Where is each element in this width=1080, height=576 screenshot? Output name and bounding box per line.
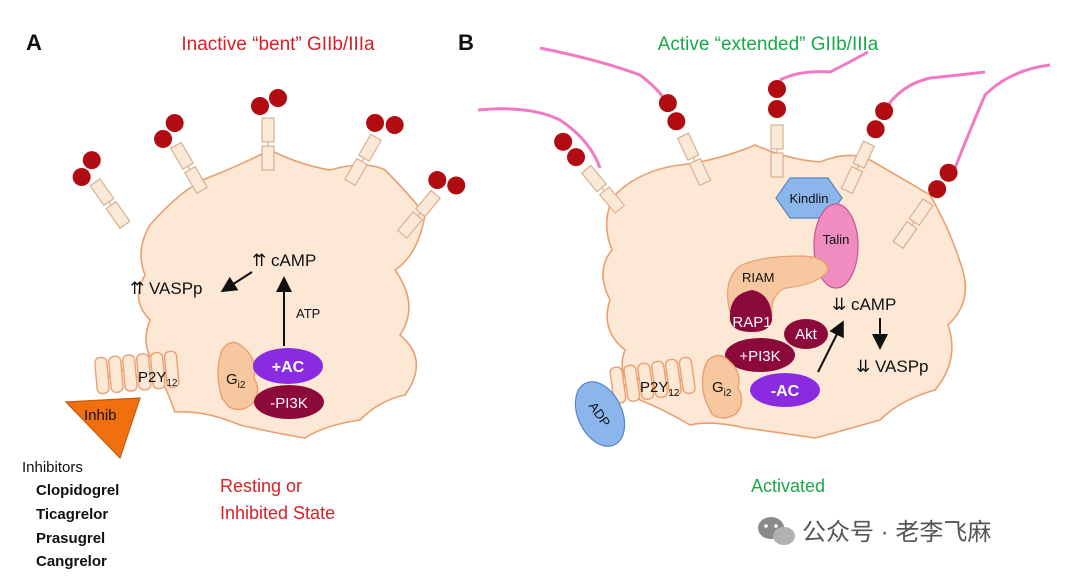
ac-label-a: +AC	[272, 359, 305, 376]
panel-b: B Active “extended” GIIb/IIIa Kindlin Ta…	[458, 30, 1051, 496]
integrin-ext-3	[767, 79, 787, 178]
rap1-protein	[729, 290, 772, 332]
fiber-4	[953, 63, 1051, 169]
pi3k-label-a: -PI3K	[270, 395, 308, 412]
wechat-icon	[758, 517, 795, 545]
state-label-a-line1: Resting or	[220, 476, 302, 496]
inhibitor-1: Clopidogrel	[36, 482, 119, 499]
ac-enzyme-b	[750, 373, 820, 407]
p2y12-label-b: P2Y12	[640, 379, 680, 399]
rap1-label: RAP1	[732, 314, 771, 331]
pi3k-label-b: +PI3K	[739, 348, 780, 365]
inhibitor-3: Prasugrel	[36, 530, 105, 547]
integrin-ext-1	[549, 128, 628, 216]
watermark-text: 公众号 · 老李飞麻	[802, 519, 991, 546]
panel-b-letter: B	[458, 30, 474, 55]
ac-label-b: -AC	[771, 383, 800, 400]
inhib-label: Inhib	[84, 407, 117, 424]
watermark: 公众号 · 老李飞麻	[758, 517, 991, 546]
inhibitor-4: Cangrelor	[36, 553, 107, 570]
ac-enzyme-a	[253, 348, 323, 384]
gi2-label-a: Gi2	[226, 371, 246, 391]
state-label-b: Activated	[751, 476, 825, 496]
arrow-ac-to-camp-b	[817, 320, 844, 373]
state-label-a-line2: Inhibited State	[220, 503, 335, 523]
atp-label-a: ATP	[296, 306, 320, 321]
fiber-5	[883, 70, 986, 111]
inhibitor-2: Ticagrelor	[36, 506, 108, 523]
vaspp-label-a: ⇈ VASPp	[130, 279, 203, 298]
kindlin-label: Kindlin	[789, 191, 828, 206]
riam-label: RIAM	[742, 270, 775, 285]
gi2-label-b: Gi2	[712, 379, 732, 399]
camp-label-a: ⇈ cAMP	[252, 251, 316, 270]
fiber-3	[779, 50, 869, 82]
adp-molecule	[574, 381, 626, 447]
pi3k-enzyme-a	[254, 385, 324, 419]
talin-label: Talin	[823, 232, 850, 247]
panel-a-title: Inactive “bent” GIIb/IIIa	[181, 34, 375, 55]
panel-a: A Inactive “bent” GIIb/IIIa ⇈ cAMP ⇈ VAS…	[22, 30, 470, 570]
arrow-camp-to-vaspp-a	[220, 271, 253, 293]
panel-a-letter: A	[26, 30, 42, 55]
inhibitors-header: Inhibitors	[22, 459, 83, 476]
panel-b-title: Active “extended” GIIb/IIIa	[658, 34, 879, 55]
inhibitor-triangle	[64, 397, 141, 460]
platelet-cell-b	[602, 144, 967, 439]
gi2-protein-b	[701, 354, 743, 419]
pi3k-enzyme-b	[725, 338, 795, 372]
fiber-2	[539, 46, 670, 106]
akt-label: Akt	[795, 326, 818, 343]
vaspp-label-b: ⇊ VASPp	[856, 357, 929, 376]
camp-label-b: ⇊ cAMP	[832, 295, 896, 314]
fiber-1	[477, 107, 602, 169]
integrin-bent-1	[63, 146, 142, 236]
p2y12-label-a: P2Y12	[138, 369, 178, 389]
akt-protein	[784, 319, 828, 349]
